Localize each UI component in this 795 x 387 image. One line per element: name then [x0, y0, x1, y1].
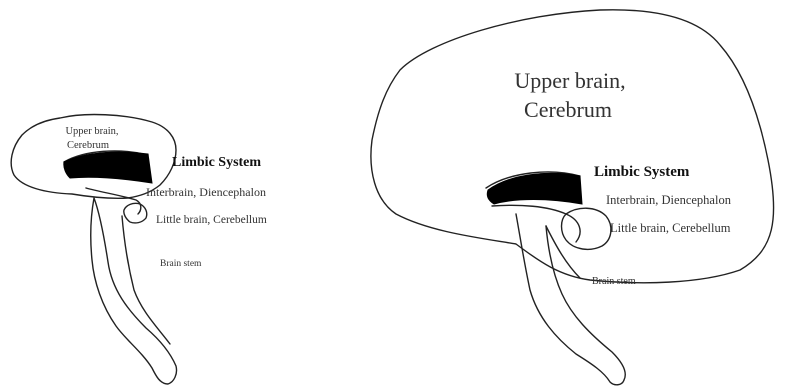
small-limbic-band — [64, 152, 152, 183]
small-limbic-label: Limbic System — [172, 155, 261, 170]
large-limbic-label: Limbic System — [594, 164, 690, 180]
small-brain-stem-inner — [122, 216, 170, 344]
small-upper-label-line1: Upper brain, — [65, 126, 118, 137]
large-upper-label-line1: Upper brain, — [514, 68, 625, 93]
small-cerebellum-outline — [124, 203, 147, 223]
large-limbic-band — [487, 173, 582, 204]
small-diencephalon-outline — [86, 188, 141, 214]
small-brain-figure: Upper brain, Cerebrum Limbic System Inte… — [11, 115, 267, 384]
large-upper-label-line2: Cerebrum — [524, 97, 612, 122]
small-interbrain-label: Interbrain, Diencephalon — [146, 185, 266, 199]
large-little-brain-label: Little brain, Cerebellum — [610, 221, 731, 235]
small-brain-stem-label: Brain stem — [160, 259, 202, 269]
large-interbrain-label: Interbrain, Diencephalon — [606, 193, 732, 207]
large-cerebellum-outline — [562, 208, 611, 249]
large-diencephalon-outline — [492, 205, 580, 242]
large-brain-stem-label: Brain stem — [592, 276, 636, 287]
large-cerebrum-outline — [371, 10, 774, 283]
small-upper-label-line2: Cerebrum — [67, 140, 109, 151]
small-little-brain-label: Little brain, Cerebellum — [156, 214, 267, 226]
large-brain-figure: Upper brain, Cerebrum Limbic System Inte… — [371, 10, 774, 385]
